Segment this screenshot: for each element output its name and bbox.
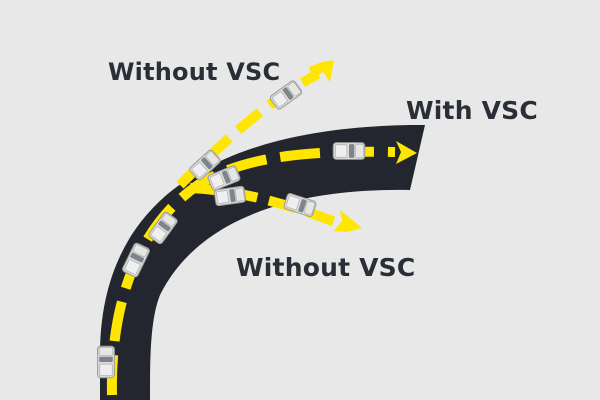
label-without-vsc-bottom: Without VSC [236,253,416,282]
pickup-truck-icon [97,345,115,379]
arrow-head-icon [396,141,417,164]
pickup-truck-icon [332,142,366,160]
arrow-head-icon [309,60,334,82]
arrow-head-icon [334,210,362,232]
label-without-vsc-top: Without VSC [108,58,281,86]
label-with-vsc: With VSC [406,96,538,125]
path-without-vsc-bottom [189,183,337,227]
pickup-truck-icon [213,185,247,207]
